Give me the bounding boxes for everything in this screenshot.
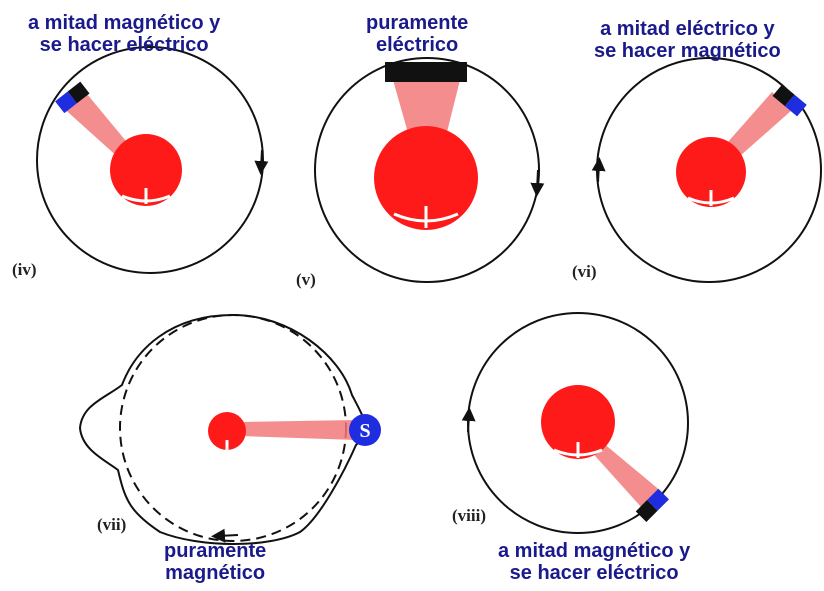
caption-viii-line-2: se hacer eléctrico	[498, 562, 690, 584]
caption-v: puramente eléctrico	[366, 12, 468, 56]
caption-vii: puramente magnético	[164, 540, 266, 584]
panel-vii: S	[80, 315, 381, 544]
direction-arrow-viii	[468, 414, 469, 432]
panel-iv	[37, 47, 263, 273]
caption-vi-line-2: se hacer magnético	[594, 40, 781, 62]
caption-vii-line-2: magnético	[164, 562, 266, 584]
numeral-viii: (viii)	[452, 506, 486, 526]
caption-v-line-1: puramente	[366, 12, 468, 34]
direction-arrow-vi	[598, 164, 599, 182]
caption-v-line-2: eléctrico	[366, 34, 468, 56]
panel-v	[315, 58, 539, 282]
numeral-iv: (iv)	[12, 260, 37, 280]
numeral-vi: (vi)	[572, 262, 597, 282]
direction-arrow-vii	[218, 535, 238, 536]
numeral-vii: (vii)	[97, 515, 126, 535]
badge-letter: S	[359, 420, 370, 442]
caption-iv: a mitad magnético y se hacer eléctrico	[28, 12, 220, 56]
caption-viii-line-1: a mitad magnético y	[498, 540, 690, 562]
caption-vii-line-1: puramente	[164, 540, 266, 562]
caption-iv-line-2: se hacer eléctrico	[28, 34, 220, 56]
direction-arrow-iv	[261, 150, 262, 168]
caption-viii: a mitad magnético y se hacer eléctrico	[498, 540, 690, 584]
caption-vi-line-1: a mitad eléctrico y	[594, 18, 781, 40]
caption-iv-line-1: a mitad magnético y	[28, 12, 220, 34]
panel-vi	[597, 58, 821, 282]
emitter-v	[385, 62, 467, 82]
direction-arrow-v	[537, 170, 538, 190]
beam-vii	[240, 420, 356, 440]
numeral-v: (v)	[296, 270, 316, 290]
caption-vi: a mitad eléctrico y se hacer magnético	[594, 18, 781, 62]
panel-viii	[468, 313, 688, 533]
